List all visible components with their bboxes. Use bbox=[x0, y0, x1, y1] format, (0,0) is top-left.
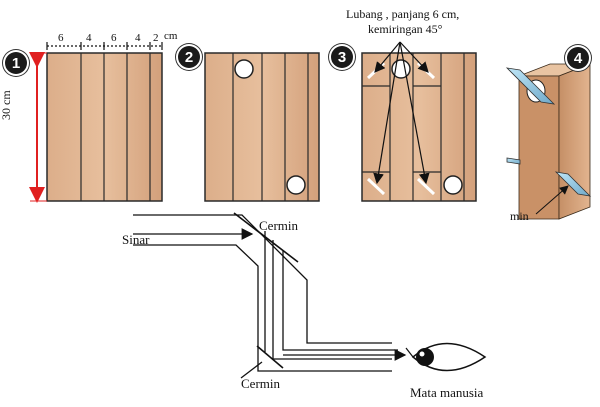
panel-4-periscope-box bbox=[505, 63, 592, 220]
hole-annotation-line1: Lubang , panjang 6 cm, bbox=[346, 7, 460, 21]
optical-path-diagram bbox=[133, 212, 407, 379]
eye-icon bbox=[405, 342, 487, 372]
label-mirror-top: Cermin bbox=[259, 218, 298, 233]
hole-top bbox=[234, 59, 254, 79]
height-label: 30 cm bbox=[0, 90, 13, 120]
width-unit: cm bbox=[164, 30, 178, 42]
mirror-bottom-3d bbox=[554, 171, 592, 197]
panel-2-planks bbox=[204, 52, 320, 202]
step-badge-3: 3 bbox=[331, 46, 353, 68]
panel-3-planks bbox=[361, 41, 477, 202]
label-eye: Mata manusia bbox=[410, 385, 484, 400]
label-mirror-bottom: Cermin bbox=[241, 376, 280, 391]
width-label-3: 6 bbox=[111, 32, 117, 44]
width-label-4: 4 bbox=[135, 32, 141, 44]
hole-bottom bbox=[286, 175, 306, 195]
panel-1-width-dimension bbox=[46, 42, 163, 50]
mirror-top-3d bbox=[505, 67, 556, 105]
width-label-5: 2 bbox=[153, 32, 159, 44]
label-mirror-short: min bbox=[510, 209, 529, 223]
label-ray: Sinar bbox=[122, 232, 150, 247]
hole-annotation-line2: kemiringan 45° bbox=[368, 22, 443, 36]
step-badge-4: 4 bbox=[567, 47, 589, 69]
panel-1-planks bbox=[46, 52, 163, 202]
width-label-2: 4 bbox=[86, 32, 92, 44]
width-label-1: 6 bbox=[58, 32, 64, 44]
step-badge-1: 1 bbox=[5, 52, 27, 74]
step-badge-2: 2 bbox=[178, 46, 200, 68]
panel-1-height-dimension bbox=[29, 52, 47, 203]
